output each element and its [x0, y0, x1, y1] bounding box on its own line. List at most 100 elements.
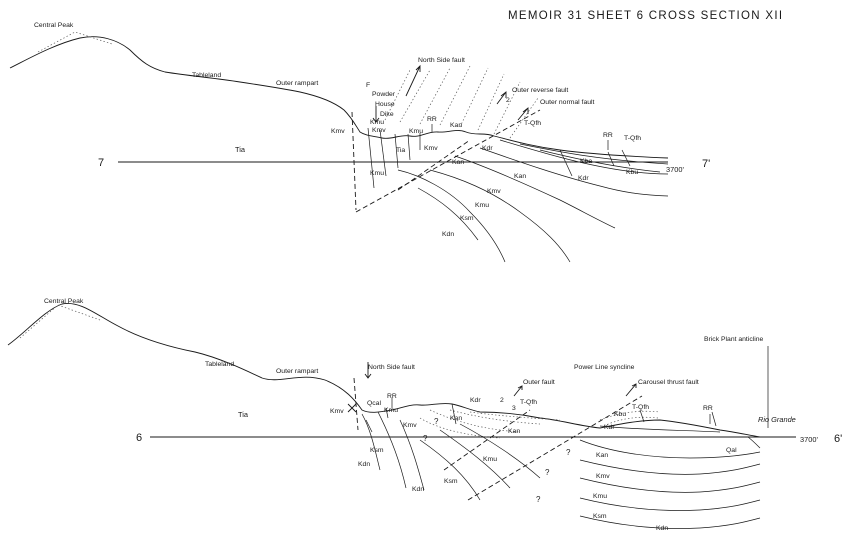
fault-arrow [372, 106, 380, 123]
outer-fault-label: Outer fault [523, 379, 555, 386]
kmu-label: Kmu [409, 128, 423, 135]
tia-label: Tia [396, 147, 405, 154]
bedding-curve [377, 411, 407, 489]
bedding-curve [397, 169, 506, 263]
kmv-label: Kmv [331, 128, 345, 135]
bedding-curve [479, 147, 669, 197]
offset-number-label: 2 [506, 97, 510, 104]
kbu-label: Kbu [626, 169, 638, 176]
fault-arrow [513, 385, 523, 397]
north-side-fault-label: North Side fault [368, 364, 415, 371]
bedding-curve [711, 411, 717, 427]
question-mark: ? [423, 434, 428, 443]
tableland-label: Tableland [192, 72, 221, 79]
rr-label: RR [427, 116, 437, 123]
ksm-label: Ksm [444, 478, 458, 485]
bedding-curve [379, 129, 387, 177]
kmu-label: Kmu [370, 119, 384, 126]
dotted-projection [509, 97, 539, 139]
dotted-projection [459, 67, 489, 128]
dotted-projection [399, 69, 431, 123]
bedding-curve [539, 149, 661, 173]
bedding-curve [454, 155, 616, 229]
kan-label: Kan [450, 122, 462, 129]
dotted-projection [469, 411, 561, 421]
bedding-curve [747, 436, 761, 449]
kdn-label: Kdn [412, 486, 424, 493]
kdr-label: Kdr [604, 424, 615, 431]
kan-label: Kan [508, 428, 520, 435]
question-mark: ? [545, 468, 550, 477]
offset-number-label: 3 [512, 405, 516, 412]
bedding-curve [417, 187, 479, 241]
north-side-fault-label: North Side fault [418, 57, 465, 64]
kmu-label: Kmu [384, 407, 398, 414]
dashed-contact [443, 409, 531, 471]
dotted-projection [477, 73, 505, 131]
kdr-label: Kdr [578, 175, 589, 182]
dotted-projection [439, 65, 471, 126]
ground-profile-top [9, 36, 669, 159]
central-peak-label: Central Peak [44, 298, 84, 305]
fault-arrow [517, 107, 529, 121]
powder-label: Powder [372, 91, 396, 98]
bedding-curve [361, 413, 381, 471]
fault-arrow [364, 362, 372, 379]
ksm-label: Ksm [460, 215, 474, 222]
tia-label: Tia [238, 410, 249, 419]
dashed-contact [397, 139, 471, 191]
kan-label: Kan [452, 159, 464, 166]
dotted-projection [419, 417, 501, 439]
kdn-label: Kdn [656, 525, 668, 532]
tableland-label: Tableland [205, 361, 234, 368]
bedding-curve [385, 407, 389, 419]
kdr-label: Kdr [470, 397, 481, 404]
bedding-curve [621, 149, 631, 167]
bedding-curve [579, 459, 761, 475]
kbu-label: Kbu [614, 411, 626, 418]
tqfh-label: T-Qfh [624, 135, 641, 142]
fault-arrow [405, 64, 421, 97]
kmu-label: Kmu [483, 456, 497, 463]
kan-label: Kan [596, 452, 608, 459]
kmu-label: Kmu [475, 202, 489, 209]
kan-label: Kan [450, 415, 462, 422]
question-mark: ? [434, 417, 439, 426]
kmv-label: Kmv [372, 127, 386, 134]
bedding-curve [419, 439, 481, 501]
section-bottom-index-right: 6' [834, 433, 842, 445]
bedding-curve [607, 151, 615, 167]
question-mark: ? [536, 495, 541, 504]
bedding-curve [579, 439, 761, 459]
house-label: House [375, 101, 395, 108]
outer-normal-fault-label: Outer normal fault [540, 99, 595, 106]
tqfh-label: T-Qfh [520, 399, 537, 406]
rr-label: RR [387, 393, 397, 400]
kdn-label: Kdn [442, 231, 454, 238]
offset-number-label: 2 [500, 397, 504, 404]
bedding-curve [579, 515, 761, 529]
dotted-projection [603, 416, 659, 427]
bedding-curve [399, 419, 425, 491]
fault-cross-symbol [347, 403, 357, 413]
outer-rampart-label: Outer rampart [276, 80, 318, 87]
tqfh-label: T-Qfh [524, 120, 541, 127]
bedding-curve [407, 133, 411, 161]
section-bottom-elevation: 3700' [800, 435, 818, 444]
kba-label: Kba [580, 158, 592, 165]
outer-reverse-fault-label: Outer reverse fault [512, 87, 568, 94]
kmv-label: Kmv [596, 473, 610, 480]
kdr-label: Kdr [482, 145, 493, 152]
bedding-curve [365, 419, 373, 433]
fault-arrow [625, 383, 637, 397]
north-side-fault-top [351, 111, 357, 211]
bedding-curve [599, 425, 721, 433]
ground-profile-bottom [7, 302, 761, 438]
tqfh-label: T-Qfh [632, 404, 649, 411]
bedding-curve [499, 139, 669, 175]
ksm-label: Ksm [593, 513, 607, 520]
section-bottom: 6 6' 3700' [7, 298, 842, 532]
bedding-curve [579, 477, 761, 493]
